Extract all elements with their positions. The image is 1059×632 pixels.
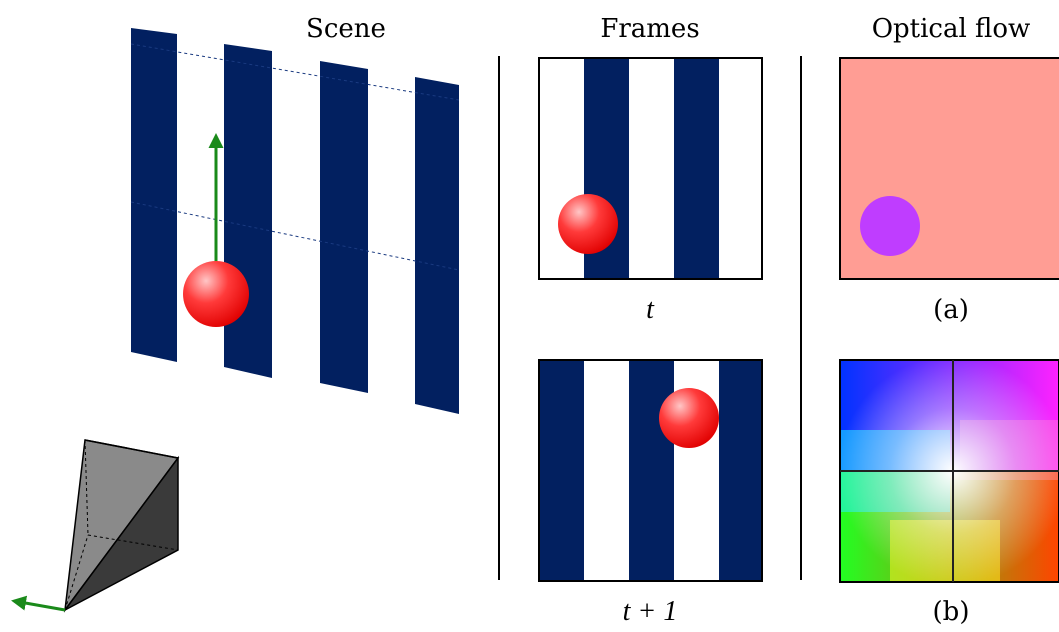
scene-header: Scene (306, 14, 386, 44)
frame-t-label: t (646, 294, 655, 325)
frame-t-sphere (558, 194, 618, 254)
optical-flow-header: Optical flow (872, 14, 1031, 44)
scene-stripe (320, 61, 368, 393)
frames-header: Frames (600, 14, 699, 44)
frame-t (538, 57, 763, 280)
scene-stripe (224, 44, 272, 378)
flow-a (839, 57, 1059, 280)
camera-motion-arrow (11, 595, 66, 612)
scene-stripe (415, 77, 459, 414)
scene-sphere (183, 261, 249, 327)
scene-stripes (130, 28, 460, 414)
frame-t-plus-1 (538, 359, 763, 582)
flow-b-label: (b) (933, 597, 970, 627)
flow-color-wheel (840, 360, 1059, 582)
flow-a-label: (a) (933, 295, 969, 325)
flow-a-sphere (860, 196, 920, 256)
frame-t1-sphere (659, 388, 719, 448)
frame-t1-label: t + 1 (623, 596, 678, 627)
scene-stripe (131, 28, 177, 362)
camera-pyramid (63, 439, 180, 613)
